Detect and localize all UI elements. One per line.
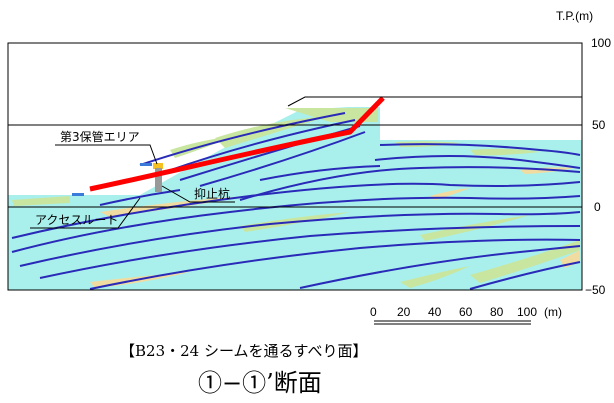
axis-unit-label: T.P.(m) <box>556 9 593 23</box>
elevation-tick-50: 50 <box>592 118 606 132</box>
seam-line <box>259 165 381 181</box>
restraint-pile-label: 抑止杭 <box>194 186 230 201</box>
seam-line <box>11 181 581 239</box>
scale-tick-20: 20 <box>397 305 411 319</box>
scale-tick-0: 0 <box>370 305 377 319</box>
elevation-tick-0: 0 <box>594 200 601 214</box>
storage-area-label: 第3保管エリア <box>60 129 140 144</box>
leader-route <box>30 197 141 229</box>
scale-tick-80: 80 <box>490 305 504 319</box>
access-route-label: アクセスルート <box>35 213 118 227</box>
storage-area-marker <box>153 163 163 169</box>
seam-line <box>299 245 581 289</box>
scale-bar: 0 20 40 60 80 100 (m) <box>370 305 562 325</box>
scale-unit: (m) <box>544 305 562 319</box>
caption-title: ①−①’断面 <box>198 369 322 397</box>
seam-line <box>39 225 581 279</box>
leader-pile <box>161 185 235 203</box>
elevation-tick-100: 100 <box>591 36 611 50</box>
seam-line <box>199 131 366 187</box>
scale-tick-40: 40 <box>428 305 442 319</box>
elevation-tick-minus-50: −50 <box>585 283 606 297</box>
lens-green <box>12 196 70 206</box>
restraint-pile <box>155 168 162 192</box>
seam-line <box>374 155 581 169</box>
scale-tick-60: 60 <box>459 305 473 319</box>
seam-line <box>239 166 581 201</box>
lens-green <box>470 148 540 156</box>
leader-top <box>287 96 582 107</box>
scale-tick-100: 100 <box>517 305 537 319</box>
ground-body <box>8 107 582 290</box>
lens-green <box>215 116 330 148</box>
route-marker-left <box>72 193 84 196</box>
seam-line <box>19 211 581 267</box>
seam-line <box>164 119 356 173</box>
slip-surface <box>89 96 385 192</box>
lens-green <box>400 266 470 288</box>
leader-storage <box>55 144 158 165</box>
seam-line <box>89 238 581 290</box>
lens-green <box>470 240 580 283</box>
caption-subtitle: 【B23・24 シームを通るすべり面】 <box>120 342 367 360</box>
seam-lines <box>11 112 581 290</box>
seam-line <box>469 261 581 290</box>
section-frame <box>7 42 583 291</box>
seam-line <box>139 112 346 166</box>
seam-line <box>11 195 581 253</box>
route-marker-upper <box>140 163 152 166</box>
seam-line <box>379 143 581 156</box>
